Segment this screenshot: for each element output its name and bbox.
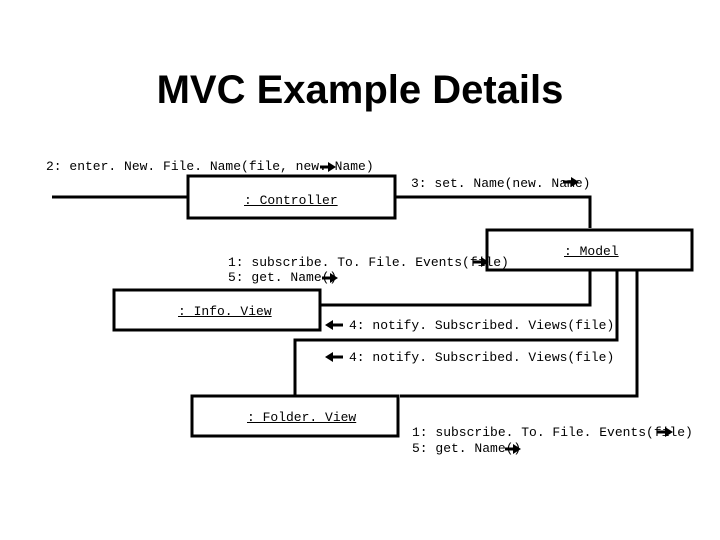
arrow-right-icon [320, 162, 336, 172]
message-get-name-folder: 5: get. Name() [412, 441, 522, 456]
message-set-name: 3: set. Name(new. Name) [411, 176, 591, 191]
message-subscribe-info: 1: subscribe. To. File. Events(file) [228, 255, 509, 270]
folder-view-label: : Folder. View [247, 410, 357, 425]
message-notify-info: 4: notify. Subscribed. Views(file) [349, 318, 615, 333]
model-box [485, 228, 694, 272]
message-enter-new-file-name: 2: enter. New. File. Name(file, new. Nam… [46, 159, 374, 174]
arrow-left-icon [325, 320, 343, 330]
model-to-folderview-link-1 [400, 262, 639, 398]
controller-to-model-link [395, 195, 592, 228]
model-to-folderview-link-2 [293, 262, 619, 396]
arrow-right-icon [563, 177, 579, 187]
arrow-left-icon [325, 352, 343, 362]
info-view-box [112, 288, 322, 332]
model-label: : Model [564, 244, 619, 259]
message-notify-folder: 4: notify. Subscribed. Views(file) [349, 350, 615, 365]
arrow-right-icon [473, 257, 489, 267]
model-to-infoview-link [320, 262, 592, 307]
page-title: MVC Example Details [156, 68, 564, 112]
controller-box [186, 174, 397, 220]
info-view-label: : Info. View [178, 304, 272, 319]
folder-view-box [190, 394, 400, 438]
controller-label: : Controller [244, 193, 338, 208]
arrow-right-icon [505, 444, 521, 454]
message-subscribe-folder: 1: subscribe. To. File. Events(file) [412, 425, 693, 440]
message-get-name-info: 5: get. Name() [228, 270, 338, 285]
arrow-right-icon [322, 273, 338, 283]
arrow-right-icon [657, 427, 673, 437]
